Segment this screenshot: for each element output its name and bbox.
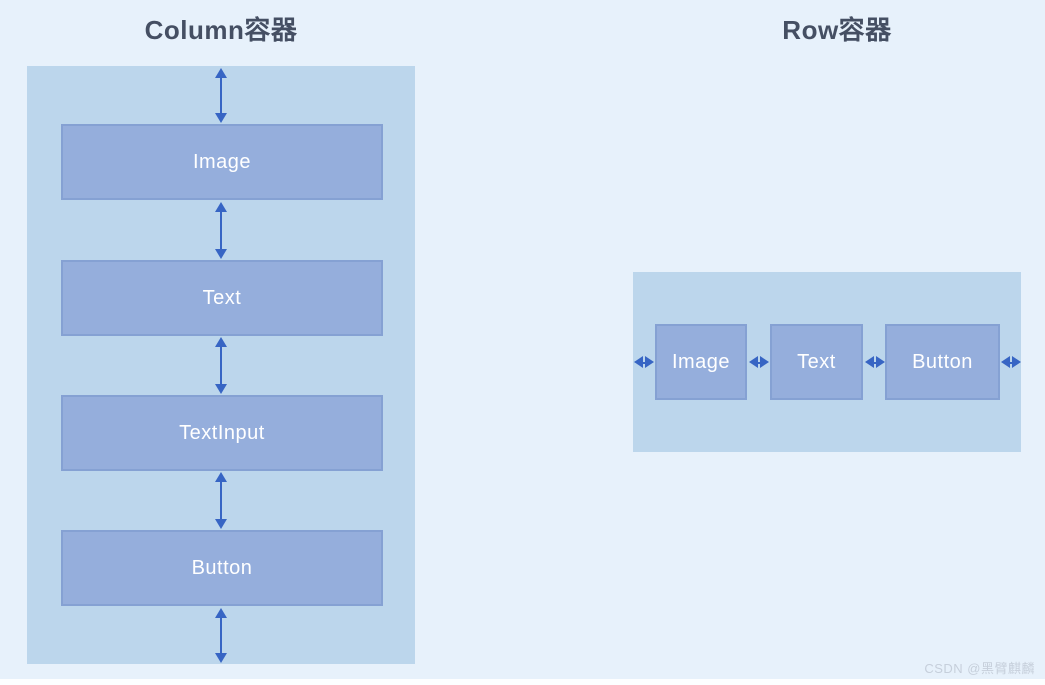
row-container: Image Text Button: [633, 272, 1021, 452]
bottom-strip: [0, 679, 1045, 685]
vertical-double-arrow-icon: [215, 472, 227, 529]
column-item-textinput-label: TextInput: [179, 421, 265, 444]
row-item-image-label: Image: [671, 350, 731, 373]
column-item-text-label: Text: [202, 286, 242, 309]
vertical-double-arrow-icon: [215, 608, 227, 663]
column-item-textinput: TextInput: [61, 395, 383, 471]
column-container: Image Text TextInput Button: [27, 66, 415, 664]
row-item-button-label: Button: [912, 350, 973, 373]
horizontal-double-arrow-icon: [634, 356, 654, 369]
row-item-text: Text: [770, 324, 863, 400]
column-item-image-label: Image: [192, 150, 252, 173]
column-section-title: Column容器: [144, 15, 298, 45]
row-section-title: Row容器: [782, 15, 892, 45]
row-item-button: Button: [885, 324, 1000, 400]
horizontal-double-arrow-icon: [1001, 356, 1021, 369]
row-item-text-label: Text: [797, 350, 836, 373]
row-item-image: Image: [655, 324, 747, 400]
vertical-double-arrow-icon: [215, 68, 227, 123]
horizontal-double-arrow-icon: [749, 356, 769, 369]
column-item-button: Button: [61, 530, 383, 606]
column-item-button-label: Button: [191, 556, 253, 579]
csdn-watermark: CSDN @黑臂麒麟: [924, 661, 1035, 676]
column-item-image: Image: [61, 124, 383, 200]
horizontal-double-arrow-icon: [865, 356, 885, 369]
column-item-text: Text: [61, 260, 383, 336]
vertical-double-arrow-icon: [215, 202, 227, 259]
vertical-double-arrow-icon: [215, 337, 227, 394]
